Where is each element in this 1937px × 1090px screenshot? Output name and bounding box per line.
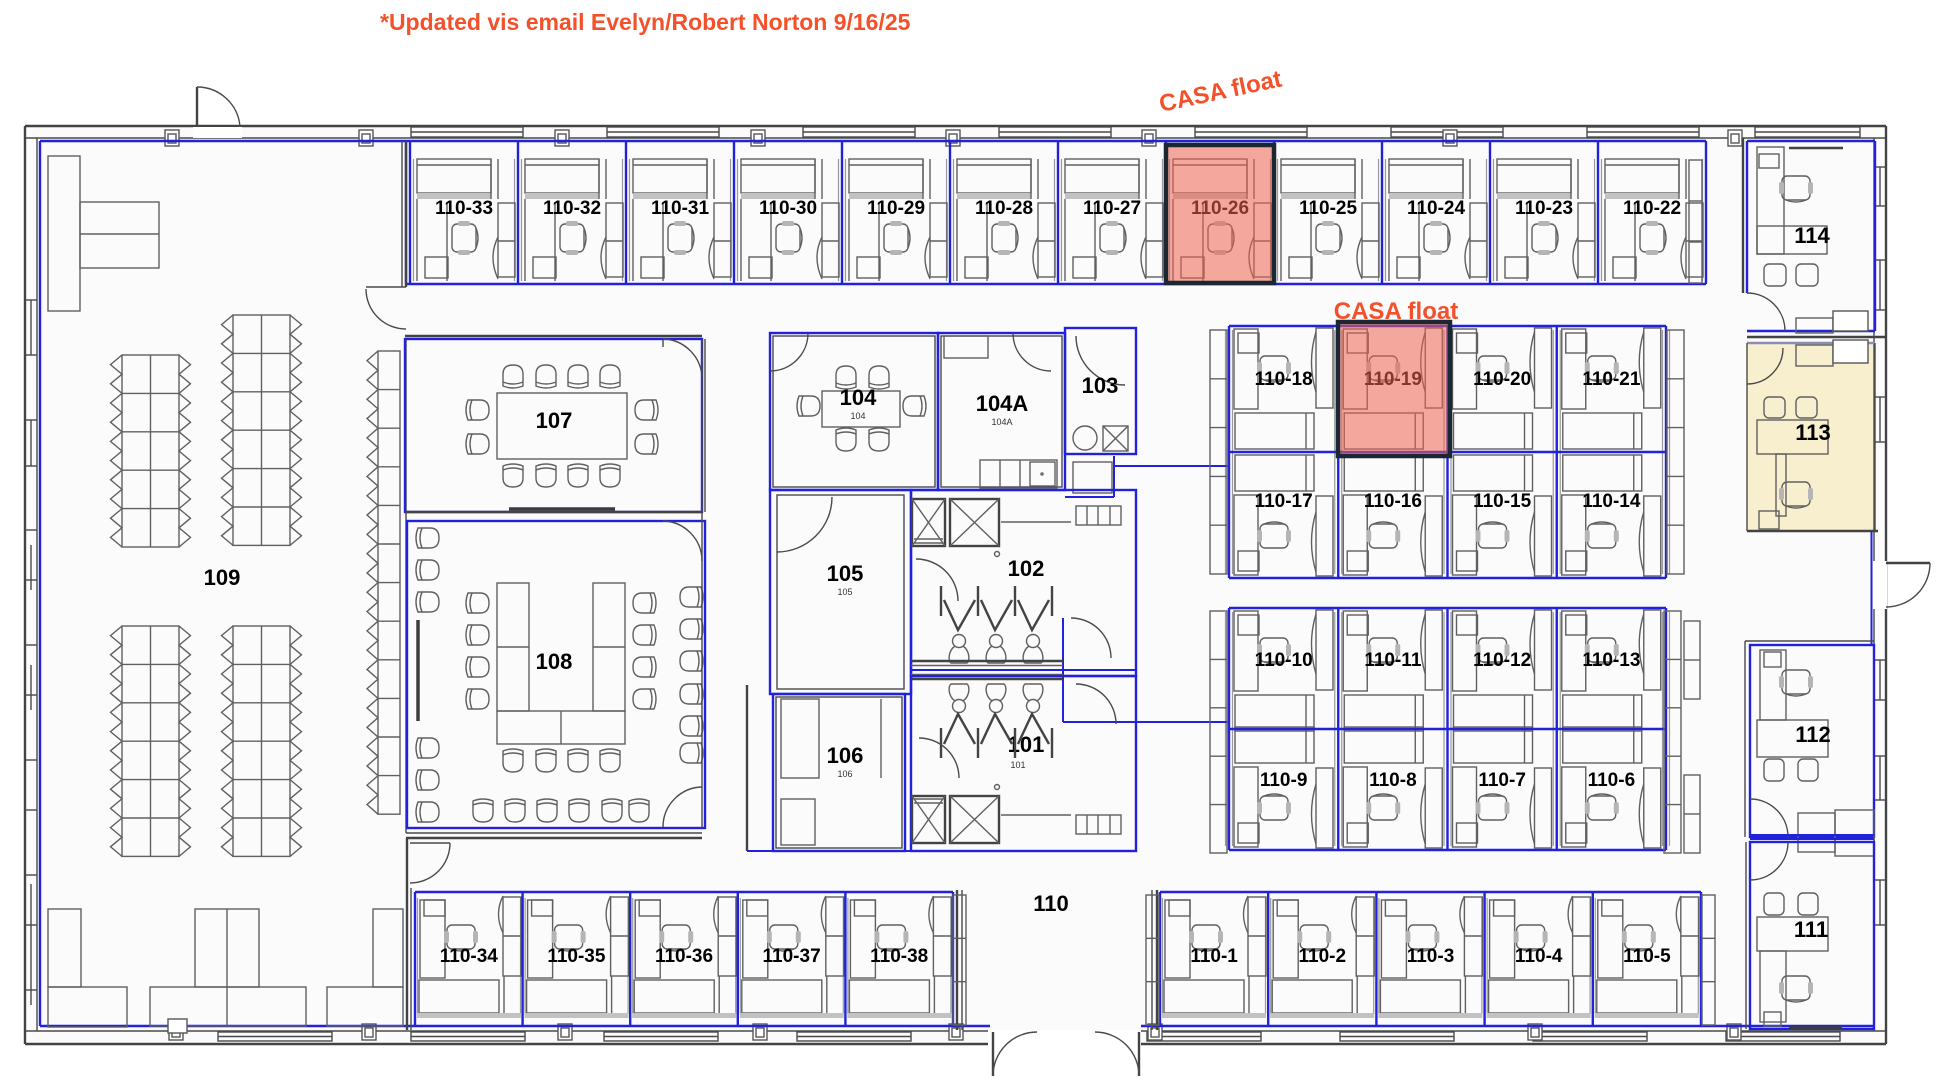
svg-text:105: 105 (837, 587, 852, 597)
svg-text:110-24: 110-24 (1407, 198, 1466, 219)
svg-text:110-25: 110-25 (1299, 198, 1358, 219)
svg-text:110-9: 110-9 (1260, 770, 1308, 791)
svg-text:110-11: 110-11 (1364, 650, 1421, 671)
svg-text:113: 113 (1795, 420, 1831, 445)
svg-text:110-30: 110-30 (759, 198, 817, 219)
svg-text:108: 108 (536, 649, 573, 674)
svg-text:114: 114 (1794, 223, 1830, 248)
svg-text:110-31: 110-31 (651, 198, 710, 219)
svg-text:110-32: 110-32 (543, 198, 601, 219)
svg-text:110-37: 110-37 (763, 946, 821, 967)
svg-text:110-22: 110-22 (1623, 198, 1681, 219)
svg-text:*Updated vis email Evelyn/Robe: *Updated vis email Evelyn/Robert Norton … (380, 9, 911, 35)
svg-text:110-3: 110-3 (1407, 946, 1455, 967)
svg-text:110-18: 110-18 (1255, 369, 1313, 390)
svg-text:104A: 104A (976, 391, 1029, 416)
svg-text:110-8: 110-8 (1369, 770, 1417, 791)
svg-text:110-14: 110-14 (1582, 491, 1641, 512)
svg-text:110-29: 110-29 (867, 198, 925, 219)
svg-text:109: 109 (204, 565, 241, 590)
svg-text:101: 101 (1008, 732, 1045, 757)
svg-text:110-15: 110-15 (1473, 491, 1532, 512)
svg-text:101: 101 (1010, 760, 1025, 770)
svg-text:110-21: 110-21 (1582, 369, 1641, 390)
svg-text:110-10: 110-10 (1255, 650, 1313, 671)
svg-text:103: 103 (1082, 373, 1119, 398)
svg-text:105: 105 (827, 561, 864, 586)
svg-text:110-27: 110-27 (1083, 198, 1141, 219)
svg-text:110-2: 110-2 (1299, 946, 1347, 967)
svg-text:110: 110 (1033, 891, 1069, 916)
svg-text:110-36: 110-36 (655, 946, 713, 967)
svg-text:110-16: 110-16 (1364, 491, 1422, 512)
svg-text:110-12: 110-12 (1473, 650, 1531, 671)
svg-text:110-7: 110-7 (1478, 770, 1526, 791)
svg-text:CASA float: CASA float (1334, 298, 1458, 325)
svg-text:110-23: 110-23 (1515, 198, 1573, 219)
svg-text:110-13: 110-13 (1582, 650, 1640, 671)
svg-text:110-33: 110-33 (435, 198, 493, 219)
svg-text:110-34: 110-34 (440, 946, 499, 967)
svg-text:112: 112 (1795, 722, 1831, 747)
svg-text:110-5: 110-5 (1623, 946, 1671, 967)
svg-text:107: 107 (536, 408, 573, 433)
svg-text:110-17: 110-17 (1255, 491, 1313, 512)
svg-text:111: 111 (1794, 917, 1828, 942)
svg-text:104: 104 (850, 411, 865, 421)
svg-text:110-4: 110-4 (1515, 946, 1563, 967)
svg-text:110-38: 110-38 (870, 946, 928, 967)
svg-text:110-1: 110-1 (1190, 946, 1238, 967)
svg-text:110-28: 110-28 (975, 198, 1033, 219)
svg-text:110-20: 110-20 (1473, 369, 1531, 390)
svg-text:106: 106 (827, 743, 864, 768)
svg-text:110-6: 110-6 (1588, 770, 1636, 791)
svg-text:106: 106 (837, 769, 852, 779)
svg-text:110-35: 110-35 (547, 946, 606, 967)
svg-text:104A: 104A (991, 417, 1012, 427)
svg-text:102: 102 (1008, 556, 1045, 581)
